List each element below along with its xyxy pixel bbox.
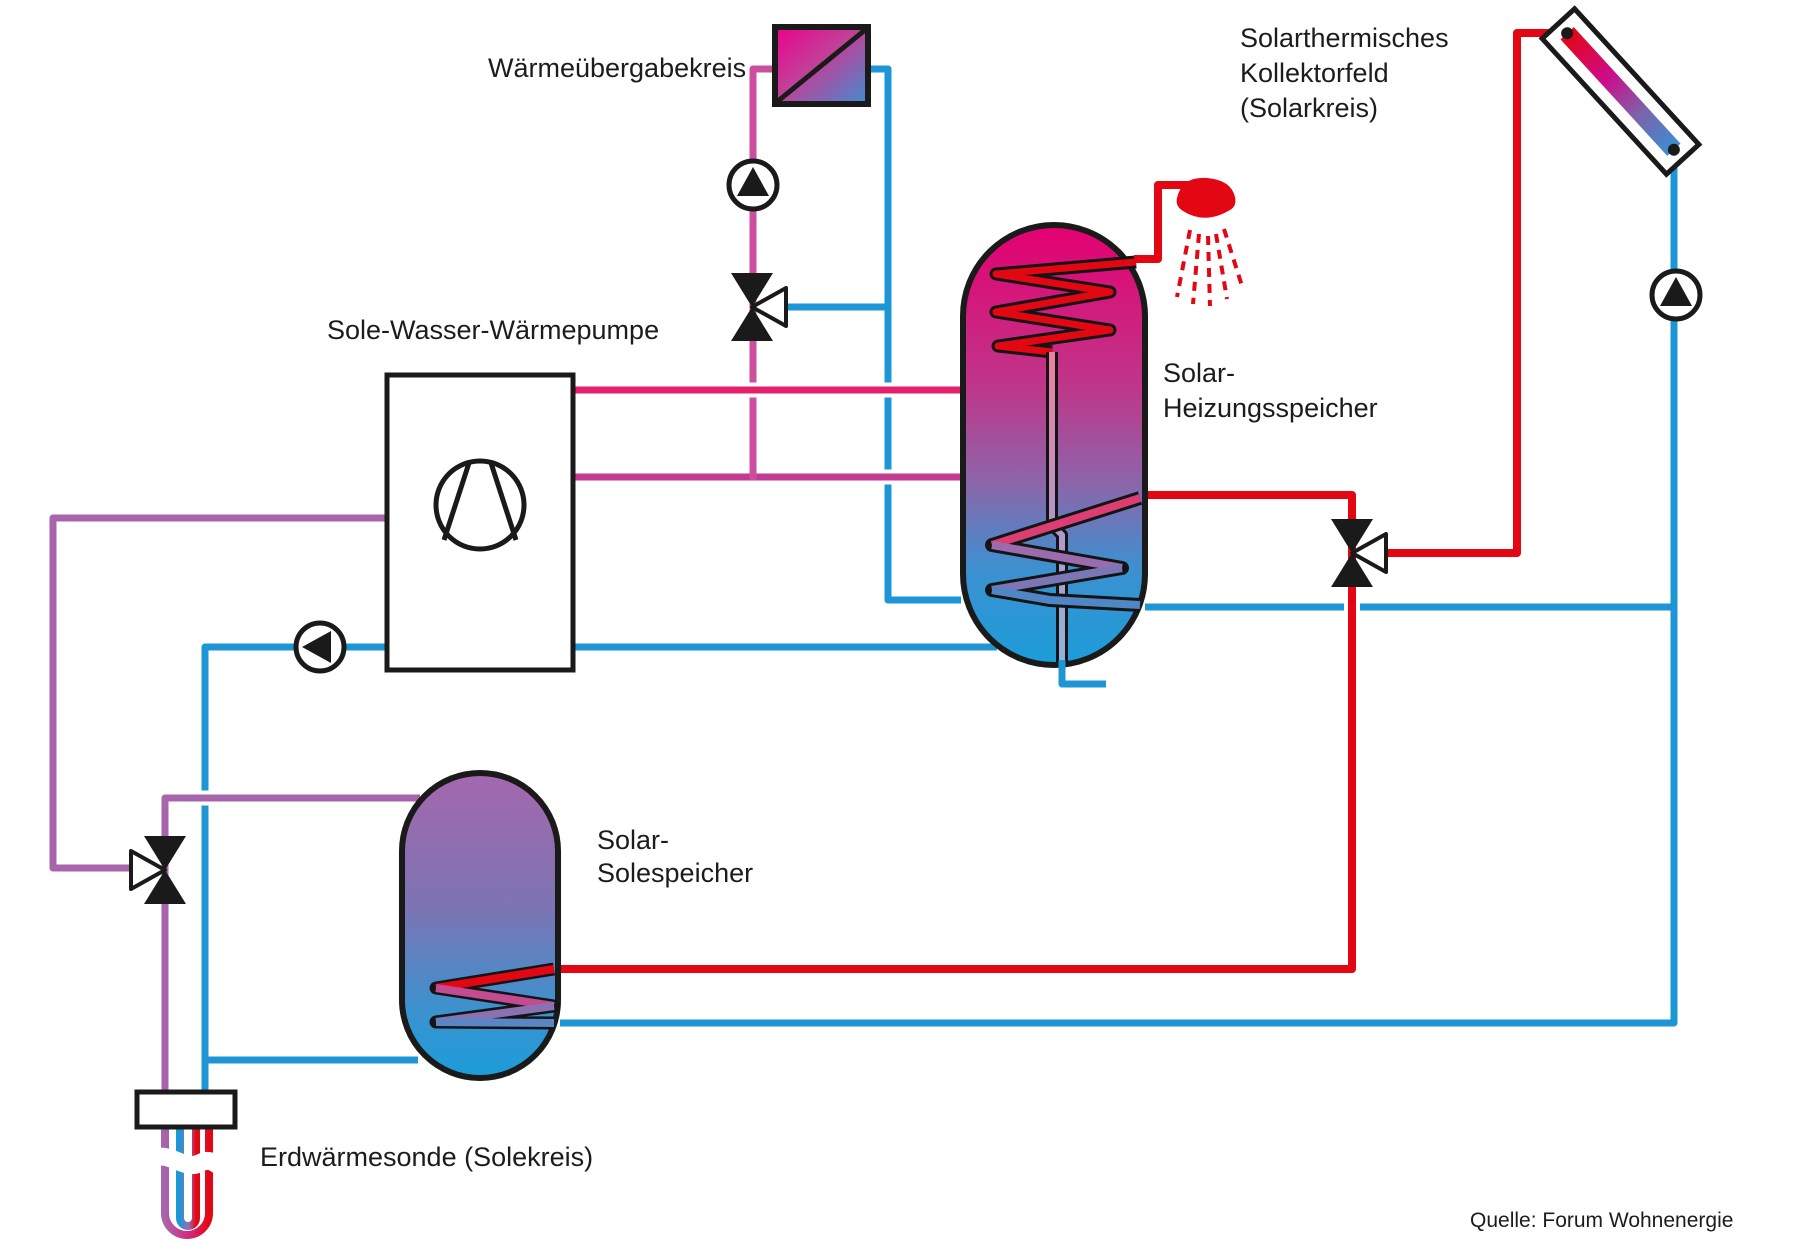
shower-supply-pipe (1134, 181, 1190, 263)
ground-probe (134, 1089, 238, 1239)
solar-return-riser-pipe (560, 150, 1678, 1027)
dhw-coil (989, 255, 1137, 359)
blue-pipes (201, 150, 1678, 1092)
label-brine-storage-2: Solespeicher (597, 858, 753, 888)
label-heat-transfer-circuit: Wärmeübergabekreis (488, 53, 746, 83)
valve-solar-icon (1331, 519, 1388, 587)
label-source: Quelle: Forum Wohnenergie (1470, 1209, 1733, 1232)
label-heating-storage-1: Solar- (1163, 358, 1235, 388)
labels: Wärmeübergabekreis Sole-Wasser-Wärmepump… (260, 23, 1733, 1232)
borehole-collar (134, 1089, 238, 1130)
collector-hot-pipe (1369, 29, 1563, 557)
solar-coil-brine-tank (429, 962, 561, 1030)
solar-collector-panel (1538, 5, 1703, 178)
compressor-icon (433, 458, 527, 552)
solar-coil-upper-tank (985, 491, 1143, 612)
pump-radiator-icon (726, 158, 780, 212)
valve-brine-icon (129, 836, 186, 904)
probe-inner-utube (176, 1120, 200, 1230)
cold-water-inlet-stub (1058, 660, 1106, 688)
heatpump-warm-supply-pipe (571, 462, 963, 485)
collector-hot-port (1561, 27, 1574, 40)
solar-hot-distribution-pipe (560, 491, 1356, 973)
shower-head-icon (1175, 177, 1244, 307)
label-collector-1: Solarthermisches (1240, 23, 1449, 53)
heat-pump-unit (384, 372, 576, 673)
pump-brine-icon (293, 620, 347, 674)
heatpump-brine-out-pipe (49, 514, 387, 872)
label-collector-3: (Solarkreis) (1240, 93, 1378, 123)
valve-radiator-icon (731, 273, 788, 341)
solar-brine-storage-tank (399, 770, 561, 1081)
purple-brine-pipes (49, 514, 420, 1094)
label-ground-probe: Erdwärmesonde (Solekreis) (260, 1142, 593, 1172)
heatpump-brine-return-pipe (201, 643, 997, 1092)
heat-transfer-unit (772, 24, 871, 107)
label-collector-2: Kollektorfeld (1240, 58, 1389, 88)
brine-storage-top-pipe (161, 794, 420, 1094)
probe-outer-utube (161, 1120, 213, 1239)
collector-cold-port (1667, 143, 1680, 156)
label-brine-storage-1: Solar- (597, 825, 669, 855)
solar-heating-storage-tank (960, 177, 1244, 688)
pump-solar-icon (1649, 268, 1703, 322)
label-heat-pump: Sole-Wasser-Wärmepumpe (327, 315, 659, 345)
label-heating-storage-2: Heizungsspeicher (1163, 393, 1378, 423)
red-solar-pipes (560, 25, 1563, 977)
ground-wave-break-icon (141, 1147, 237, 1182)
radiator-return-pipe (766, 65, 961, 604)
